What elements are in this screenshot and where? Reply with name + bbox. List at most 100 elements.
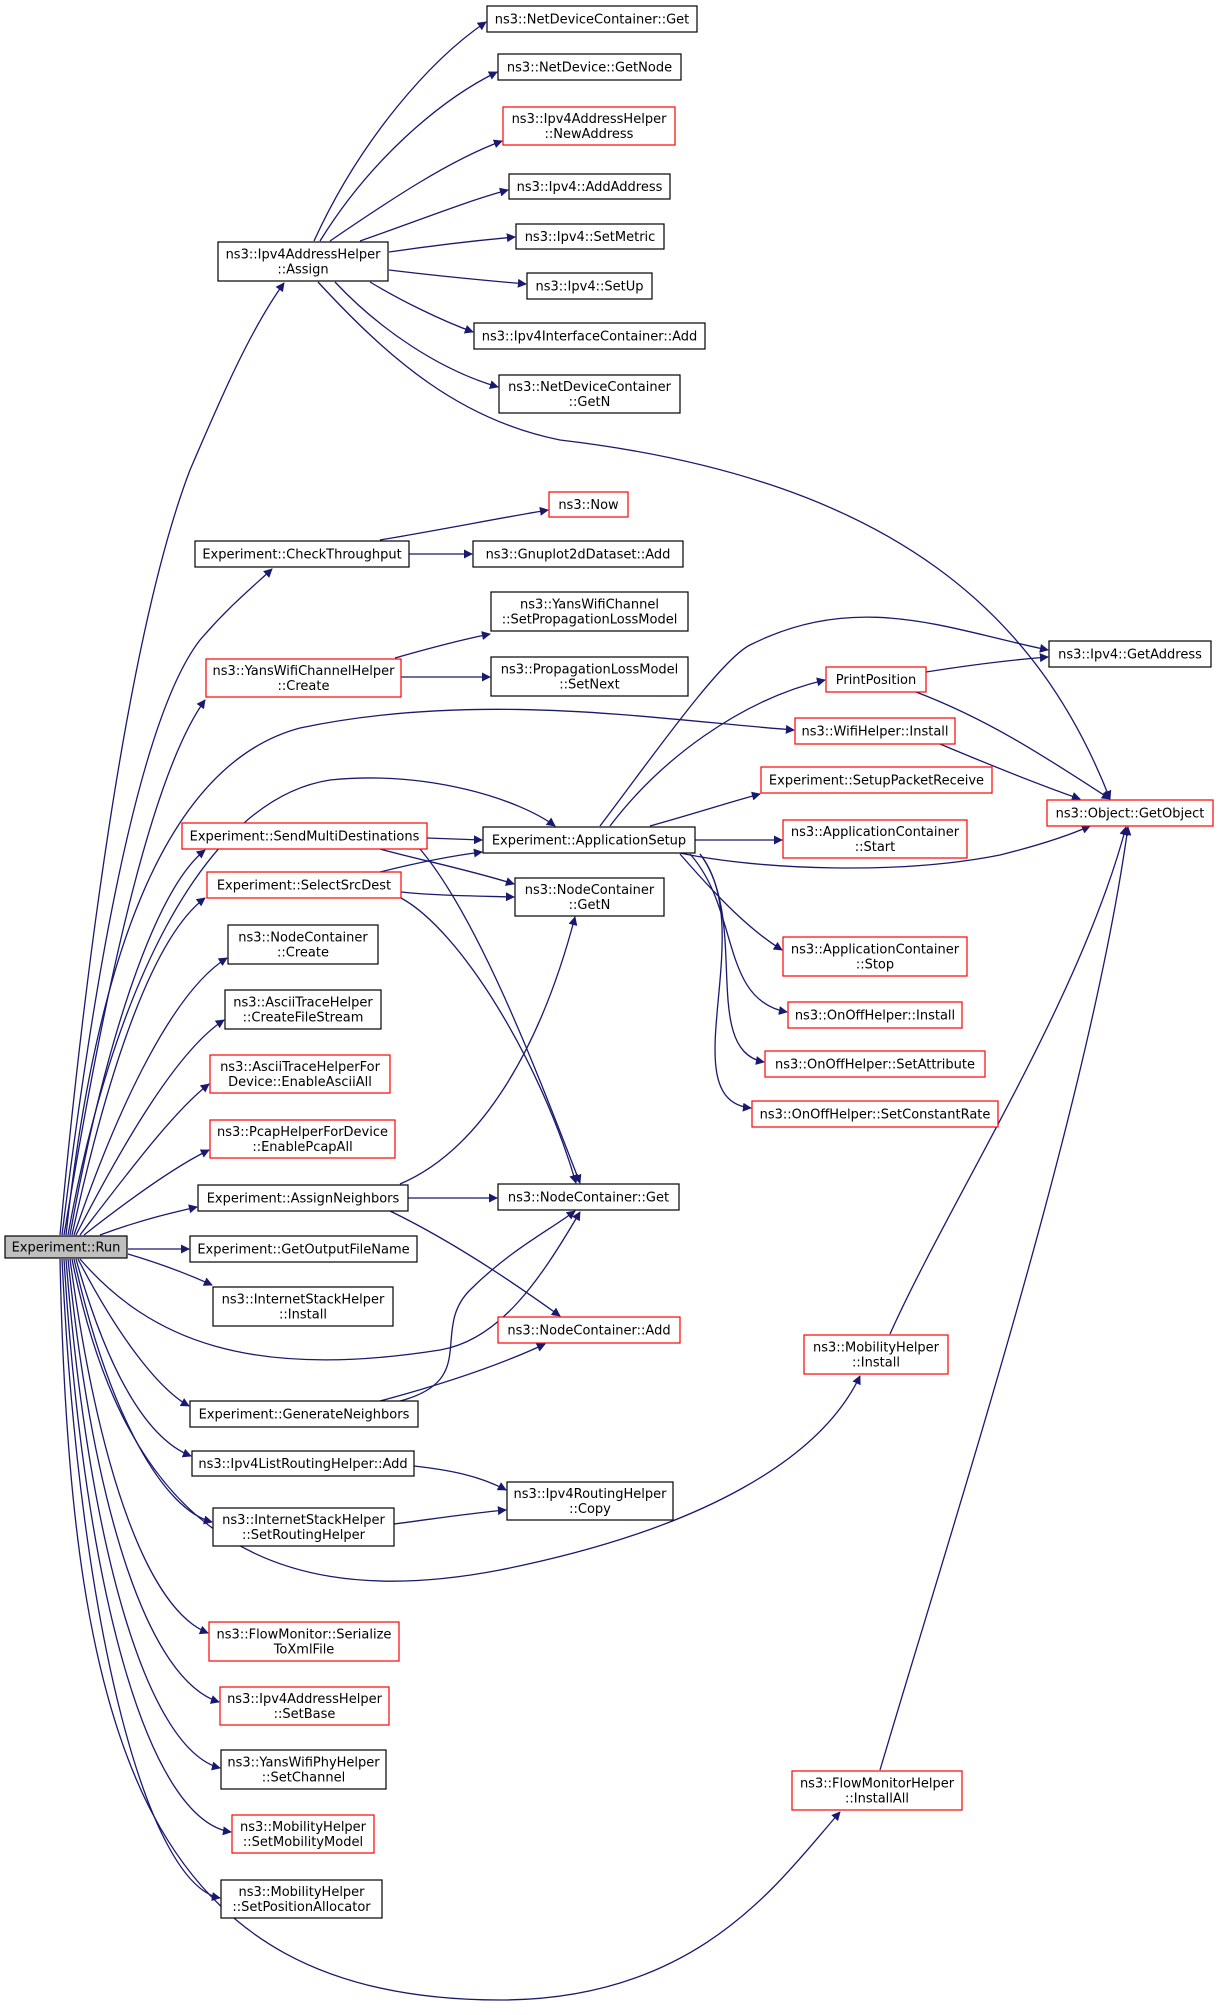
node-label: ::Assign	[277, 263, 328, 278]
node-label: Experiment::GenerateNeighbors	[199, 1408, 410, 1423]
node-nc_getn[interactable]: ns3::NodeContainer::GetN	[514, 877, 665, 917]
node-selectsrcdest[interactable]: Experiment::SelectSrcDest	[206, 871, 402, 899]
node-yans_setprop[interactable]: ns3::YansWifiChannel::SetPropagationLoss…	[490, 591, 689, 632]
node-box	[194, 540, 410, 568]
node-ipv4address_setbase[interactable]: ns3::Ipv4AddressHelper::SetBase	[219, 1686, 390, 1726]
node-ascii_enableasciiall[interactable]: ns3::AsciiTraceHelperForDevice::EnableAs…	[209, 1054, 391, 1094]
node-label: ns3::Ipv4RoutingHelper	[514, 1487, 668, 1502]
node-ipv4ic_add[interactable]: ns3::Ipv4InterfaceContainer::Add	[473, 322, 706, 350]
node-ndc_getn[interactable]: ns3::NetDeviceContainer::GetN	[498, 374, 681, 414]
node-label: ns3::OnOffHelper::SetAttribute	[775, 1058, 975, 1073]
node-assignneighbors[interactable]: Experiment::AssignNeighbors	[197, 1184, 409, 1212]
node-ipv4routing_copy[interactable]: ns3::Ipv4RoutingHelper::Copy	[506, 1481, 674, 1521]
node-nc_add[interactable]: ns3::NodeContainer::Add	[497, 1316, 681, 1344]
node-assign[interactable]: ns3::Ipv4AddressHelper::Assign	[217, 241, 389, 282]
node-nd_getnode[interactable]: ns3::NetDevice::GetNode	[497, 53, 682, 81]
node-mobility_setmodel[interactable]: ns3::MobilityHelper::SetMobilityModel	[231, 1814, 375, 1854]
edge-run-to-ipv4listrouting_add	[75, 1258, 192, 1458]
node-sendmulti[interactable]: Experiment::SendMultiDestinations	[181, 822, 428, 850]
node-flowmonitor_installall[interactable]: ns3::FlowMonitorHelper::InstallAll	[791, 1770, 963, 1811]
node-label: ns3::MobilityHelper	[240, 1820, 367, 1835]
node-object_getobject[interactable]: ns3::Object::GetObject	[1046, 799, 1214, 827]
node-label: ns3::NodeContainer::Add	[507, 1324, 670, 1339]
node-box	[803, 1334, 949, 1375]
node-checkthroughput[interactable]: Experiment::CheckThroughput	[194, 540, 410, 568]
edges-layer	[59, 21, 1132, 2001]
node-internetstack_install[interactable]: ns3::InternetStackHelper::Install	[212, 1286, 394, 1327]
node-label: ns3::Ipv4InterfaceContainer::Add	[482, 330, 698, 345]
edge-sendmulti-to-appsetup	[426, 835, 483, 845]
node-pcap_enablepcapall[interactable]: ns3::PcapHelperForDevice::EnablePcapAll	[209, 1119, 396, 1159]
edge-run-to-wifihelper_install	[65, 708, 795, 1236]
node-label: ns3::PcapHelperForDevice	[217, 1125, 388, 1140]
node-label: ns3::OnOffHelper::SetConstantRate	[760, 1108, 991, 1123]
node-label: ns3::FlowMonitor::Serialize	[217, 1628, 392, 1643]
node-box	[220, 1749, 387, 1790]
node-label: ns3::Now	[558, 498, 619, 513]
node-box	[181, 822, 428, 850]
node-ascii_createfilestream[interactable]: ns3::AsciiTraceHelper::CreateFileStream	[224, 989, 382, 1030]
edge-run-to-yansphy_setchannel	[65, 1258, 221, 1771]
node-mobility_install[interactable]: ns3::MobilityHelper::Install	[803, 1334, 949, 1375]
node-box	[515, 223, 665, 250]
edge-generateneighbors-to-nc_add	[379, 1343, 546, 1402]
edge-internetstack_setrouting-to-ipv4routing_copy	[393, 1506, 507, 1525]
node-box	[498, 374, 681, 414]
edge-ipv4listrouting_add-to-ipv4routing_copy	[413, 1465, 507, 1491]
node-run[interactable]: Experiment::Run	[4, 1235, 128, 1259]
node-getoutputfilename[interactable]: Experiment::GetOutputFileName	[189, 1235, 418, 1263]
node-generateneighbors[interactable]: Experiment::GenerateNeighbors	[189, 1400, 419, 1428]
node-box	[206, 871, 402, 899]
node-box	[224, 989, 382, 1030]
node-box	[4, 1235, 128, 1259]
node-box	[1046, 799, 1214, 827]
node-ipv4_setmetric[interactable]: ns3::Ipv4::SetMetric	[515, 223, 665, 250]
node-label: ns3::NetDevice::GetNode	[507, 61, 672, 76]
edge-generateneighbors-to-nc_get	[399, 1210, 576, 1402]
node-printposition[interactable]: PrintPosition	[825, 666, 927, 693]
node-nc_create[interactable]: ns3::NodeContainer::Create	[227, 924, 379, 965]
node-newaddress[interactable]: ns3::Ipv4AddressHelper::NewAddress	[502, 106, 676, 146]
node-box	[508, 173, 671, 200]
node-ipv4_addaddress[interactable]: ns3::Ipv4::AddAddress	[508, 173, 671, 200]
node-box	[191, 1450, 415, 1477]
node-setuppacketreceive[interactable]: Experiment::SetupPacketReceive	[760, 766, 993, 794]
node-label: ns3::YansWifiChannelHelper	[213, 664, 396, 679]
node-appcontainer_stop[interactable]: ns3::ApplicationContainer::Stop	[782, 936, 968, 977]
node-mobility_setposalloc[interactable]: ns3::MobilityHelper::SetPositionAllocato…	[220, 1879, 383, 1919]
node-onoff_setconstantrate[interactable]: ns3::OnOffHelper::SetConstantRate	[751, 1100, 999, 1128]
node-appcontainer_start[interactable]: ns3::ApplicationContainer::Start	[782, 819, 968, 859]
node-ipv4_setup[interactable]: ns3::Ipv4::SetUp	[526, 272, 653, 300]
node-ipv4_getaddress[interactable]: ns3::Ipv4::GetAddress	[1048, 640, 1212, 668]
node-box	[825, 666, 927, 693]
node-ipv4listrouting_add[interactable]: ns3::Ipv4ListRoutingHelper::Add	[191, 1450, 415, 1477]
node-internetstack_setrouting[interactable]: ns3::InternetStackHelper::SetRoutingHelp…	[212, 1507, 395, 1547]
node-label: ::Stop	[856, 958, 894, 973]
node-now[interactable]: ns3::Now	[548, 491, 629, 518]
node-onoff_setattribute[interactable]: ns3::OnOffHelper::SetAttribute	[764, 1050, 986, 1078]
node-yanschannelhelper_create[interactable]: ns3::YansWifiChannelHelper::Create	[205, 658, 402, 698]
edge-run-to-sendmulti	[69, 849, 206, 1236]
node-label: Experiment::SetupPacketReceive	[769, 774, 984, 789]
edge-printposition-to-ipv4_getaddress	[925, 653, 1049, 673]
node-nc_get[interactable]: ns3::NodeContainer::Get	[497, 1183, 680, 1211]
node-yansphy_setchannel[interactable]: ns3::YansWifiPhyHelper::SetChannel	[220, 1749, 387, 1790]
node-box	[208, 1621, 400, 1662]
node-label: ::SetNext	[559, 678, 619, 693]
node-box	[490, 656, 689, 697]
edge-selectsrcdest-to-nc_getn	[400, 891, 515, 902]
node-box	[227, 924, 379, 965]
node-ndc_get[interactable]: ns3::NetDeviceContainer::Get	[486, 5, 698, 33]
node-label: PrintPosition	[836, 673, 917, 688]
node-gnuplot_add[interactable]: ns3::Gnuplot2dDataset::Add	[472, 540, 684, 568]
node-appsetup[interactable]: Experiment::ApplicationSetup	[482, 826, 696, 854]
node-onoff_install[interactable]: ns3::OnOffHelper::Install	[787, 1001, 963, 1029]
node-wifihelper_install[interactable]: ns3::WifiHelper::Install	[794, 717, 956, 745]
node-prop_setnext[interactable]: ns3::PropagationLossModel::SetNext	[490, 656, 689, 697]
node-box	[212, 1286, 394, 1327]
edge-assign-to-ipv4_addaddress	[359, 187, 509, 242]
edge-appsetup-to-printposition	[609, 677, 826, 827]
node-label: Experiment::Run	[12, 1241, 121, 1256]
node-box	[526, 272, 653, 300]
